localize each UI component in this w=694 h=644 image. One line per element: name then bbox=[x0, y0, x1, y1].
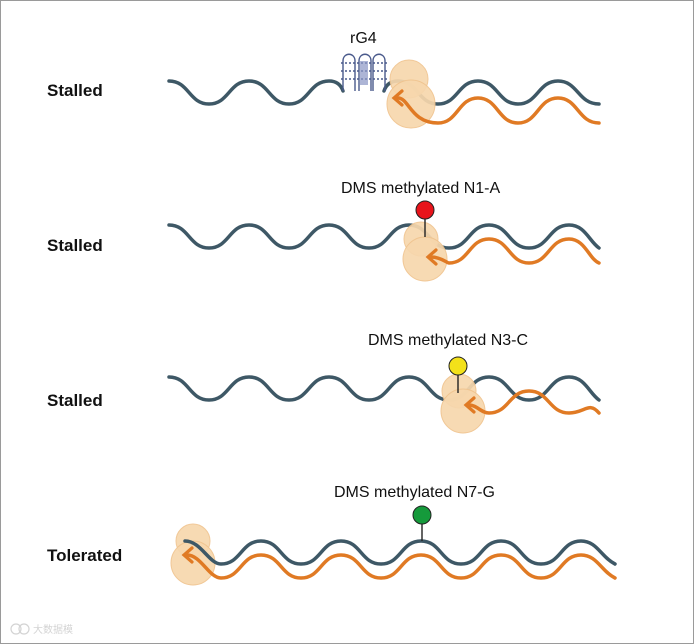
row-status-label: Tolerated bbox=[47, 546, 122, 565]
n3c-label: DMS methylated N3-C bbox=[368, 332, 528, 349]
reverse-transcriptase-enzyme bbox=[386, 59, 436, 129]
n7g-label: DMS methylated N7-G bbox=[334, 484, 495, 501]
row-n7g-tolerated: Tolerated DMS methylated N7-G bbox=[47, 484, 617, 586]
cdna-strand bbox=[185, 553, 617, 580]
rna-strand bbox=[167, 375, 601, 402]
reverse-transcriptase-enzyme bbox=[402, 221, 448, 282]
reverse-transcriptase-enzyme bbox=[440, 373, 486, 434]
row-rg4-stalled: Stalled rG4 bbox=[47, 30, 601, 129]
row-status-label: Stalled bbox=[47, 236, 103, 255]
cdna-strand bbox=[396, 96, 601, 125]
rg4-label: rG4 bbox=[350, 30, 377, 47]
cdna-strand bbox=[467, 389, 601, 415]
row-status-label: Stalled bbox=[47, 391, 103, 410]
methyl-marker-yellow bbox=[448, 356, 468, 376]
row-status-label: Stalled bbox=[47, 81, 103, 100]
synthesis-direction-arrow bbox=[391, 89, 404, 107]
synthesis-direction-arrow bbox=[181, 546, 194, 564]
synthesis-direction-arrow bbox=[463, 396, 476, 414]
n1a-label: DMS methylated N1-A bbox=[341, 180, 500, 197]
methyl-marker-green bbox=[412, 505, 432, 525]
watermark: 大数据模 bbox=[10, 623, 73, 636]
rna-strand bbox=[167, 223, 601, 250]
row-n3c-stalled: Stalled DMS methylated N3-C bbox=[47, 332, 601, 434]
row-n1a-stalled: Stalled DMS methylated N1-A bbox=[47, 180, 601, 282]
rg4-structure bbox=[341, 53, 387, 91]
watermark-logo-icon bbox=[10, 623, 22, 635]
watermark-text: 大数据模 bbox=[33, 623, 73, 636]
methyl-marker-red bbox=[415, 200, 435, 220]
rna-strand bbox=[183, 539, 617, 566]
synthesis-direction-arrow bbox=[425, 248, 438, 266]
rna-strand bbox=[167, 79, 345, 106]
cdna-strand bbox=[429, 237, 601, 265]
